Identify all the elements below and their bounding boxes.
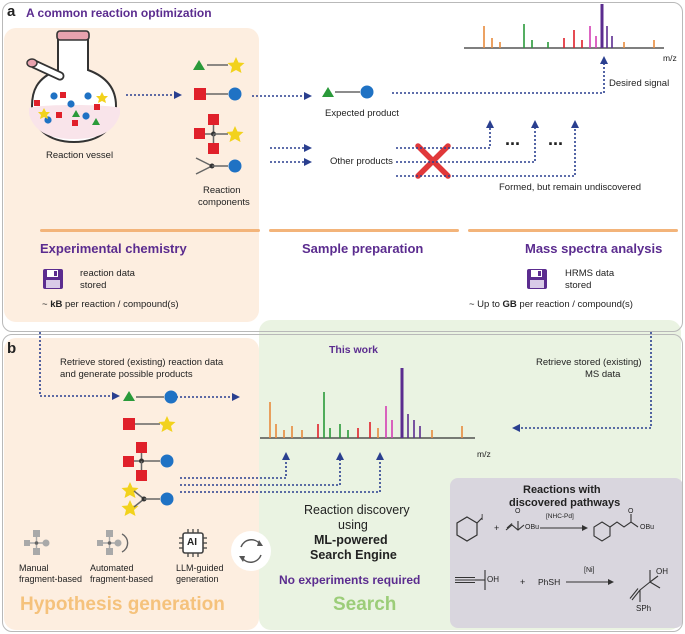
panel-b-frame (2, 334, 683, 632)
cycle-arrows-icon (231, 531, 271, 571)
desired-signal-label: Desired signal (609, 78, 670, 89)
undiscovered-label: Formed, but remain undiscovered (499, 182, 642, 193)
hrms-line1: HRMS data (565, 268, 615, 279)
reaction1-acrylate (505, 521, 525, 531)
reaction1-O: O (515, 508, 521, 515)
arrows-components-to-products (252, 92, 312, 166)
mass-spectrum-middle (260, 368, 475, 439)
reactions-box (450, 478, 683, 628)
floppy-disk-icon-left (43, 269, 63, 289)
reaction2-thiol: PhSH (538, 577, 561, 587)
reactions-title-2: discovered pathways (509, 497, 621, 509)
reaction1-arrow (540, 525, 588, 531)
discovery-line2: using (338, 518, 368, 532)
expected-product-label: Expected product (325, 108, 399, 119)
no-experiments-label: No experiments required (279, 573, 421, 587)
reaction1-product (593, 514, 639, 542)
red-cross-icon (415, 143, 451, 179)
size-left-bold: kB (50, 299, 63, 310)
reaction-components-label-1: Reaction (203, 185, 241, 196)
flask-contents-icon (34, 92, 108, 126)
separator-sample (269, 229, 459, 232)
ai-chip-icon (179, 529, 207, 557)
mass-spectrum-top (464, 4, 664, 49)
method-llm-label: LLM-guided generation (176, 563, 224, 584)
reaction2-product-SPh: SPh (636, 604, 652, 613)
separator-mass (468, 229, 678, 232)
size-right-suffix: per reaction / compound(s) (516, 299, 633, 310)
reaction2-product-OH: OH (656, 567, 668, 576)
ai-chip-label: AI (187, 537, 197, 548)
reaction1-product-O: O (628, 508, 634, 515)
ellipsis-2: ... (548, 129, 564, 149)
reaction-components-label-2: components (198, 197, 250, 208)
floppy-disk-icon-right (527, 269, 547, 289)
reaction1-product-OBu: OBu (640, 524, 655, 531)
panel-b-letter: b (7, 340, 17, 357)
retrieve-left-2: and generate possible products (60, 369, 193, 380)
size-right-prefix: ~ Up to (469, 299, 503, 310)
size-left-suffix: per reaction / compound(s) (62, 299, 179, 310)
discovery-line1: Reaction discovery (304, 503, 410, 517)
method-automated-label: Automated fragment-based (90, 563, 154, 584)
reactions-title-1: Reactions with (523, 484, 601, 496)
arrow-vessel-to-components (126, 91, 182, 99)
size-left-prefix: ~ (42, 299, 51, 310)
reaction-data-line1: reaction data (80, 268, 135, 279)
this-work-label: This work (329, 344, 379, 356)
expected-product-icon (322, 85, 374, 99)
panel-b-hypothesis-bg (4, 338, 259, 630)
panel-a-letter: a (7, 3, 16, 20)
other-products-label: Other products (330, 156, 393, 167)
mz-label-top: m/z (663, 53, 677, 63)
retrieve-right-1: Retrieve stored (existing) (536, 357, 642, 368)
size-left: ~ kB per reaction / compound(s) (42, 299, 179, 311)
search-label: Search (333, 594, 397, 615)
reaction-components-icons (193, 57, 245, 175)
mz-label-middle: m/z (477, 449, 491, 459)
retrieve-left-1: Retrieve stored (existing) reaction data (60, 357, 224, 368)
retrieve-right-2: MS data (585, 369, 621, 380)
reaction2-catalyst: [Ni] (584, 567, 595, 574)
hypothesis-label: Hypothesis generation (20, 594, 225, 615)
panel-a-title: A common reaction optimization (26, 6, 212, 20)
discovery-line3: ML-powered (314, 533, 388, 547)
separator-experimental (40, 229, 260, 232)
reaction1-iodobenzene (456, 516, 483, 542)
ellipsis-1: ... (505, 129, 521, 149)
reaction1-plus: + (494, 523, 500, 533)
reaction2-alkyne-alcohol (455, 570, 486, 590)
reaction2-product (629, 570, 661, 602)
size-right-bold: GB (502, 299, 517, 310)
reaction1-OBu: OBu (525, 524, 540, 531)
reaction-data-line2: stored (80, 280, 107, 291)
automated-fragment-icon (97, 530, 129, 555)
header-experimental: Experimental chemistry (40, 241, 187, 256)
size-right: ~ Up to GB per reaction / compound(s) (469, 299, 633, 311)
reaction2-OH: OH (487, 575, 499, 584)
reaction-vessel-label: Reaction vessel (46, 150, 114, 161)
reaction1-iodo-I: I (481, 513, 484, 522)
reaction2-plus: + (520, 577, 526, 587)
reaction1-catalyst: [NHC-Pd] (546, 513, 574, 520)
discovery-line4: Search Engine (310, 548, 397, 562)
manual-fragment-icon (24, 530, 50, 555)
reaction2-arrow (566, 579, 614, 585)
header-sample: Sample preparation (302, 241, 424, 256)
method-manual-label: Manual fragment-based (19, 563, 83, 584)
header-mass: Mass spectra analysis (525, 241, 663, 256)
hrms-line2: stored (565, 280, 592, 291)
panel-a-frame (2, 2, 683, 332)
candidate-products-icons (121, 390, 178, 516)
